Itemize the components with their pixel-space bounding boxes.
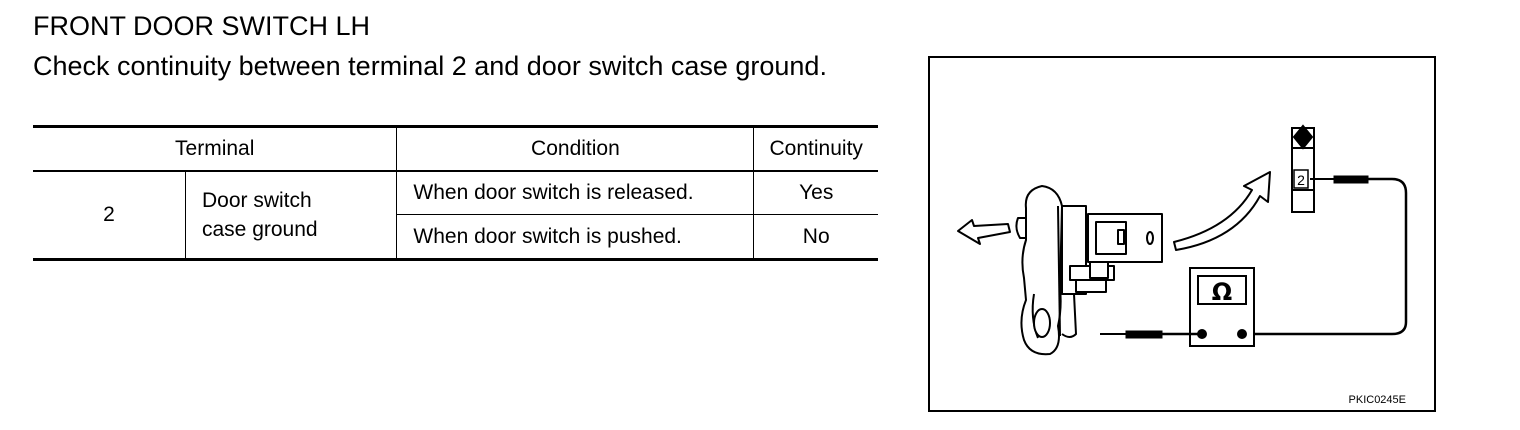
condition-released: When door switch is released.	[396, 171, 755, 216]
curved-arrow-icon	[1173, 171, 1271, 251]
table-header-row: Terminal Condition Continuity	[33, 126, 878, 172]
test-diagram: 2 Ω PKIC0245E	[928, 56, 1436, 412]
header-continuity: Continuity	[753, 126, 878, 172]
continuity-pushed: No	[753, 214, 878, 260]
terminal-ground: Door switch case ground	[185, 171, 398, 260]
header-terminal: Terminal	[33, 126, 398, 172]
terminal-label: 2	[1297, 172, 1305, 188]
diagram-drawing: 2 Ω	[957, 124, 1408, 356]
terminal-ground-line1: Door switch	[202, 189, 312, 212]
continuity-table: Terminal Condition Continuity 2 Door swi…	[33, 125, 878, 261]
continuity-released: Yes	[753, 171, 878, 216]
door-switch-icon	[1015, 185, 1163, 356]
condition-pushed: When door switch is pushed.	[396, 214, 755, 260]
ohm-symbol: Ω	[1212, 278, 1232, 306]
figure-code: PKIC0245E	[1348, 394, 1406, 406]
probe-lead-ground	[1100, 330, 1202, 339]
header-condition: Condition	[396, 126, 755, 172]
page-title: FRONT DOOR SWITCH LH	[33, 11, 370, 41]
connector-icon: 2	[1291, 124, 1315, 213]
terminal-number: 2	[33, 171, 186, 260]
probe-lead-terminal	[1242, 175, 1408, 336]
terminal-ground-line2: case ground	[202, 218, 318, 241]
instruction-text: Check continuity between terminal 2 and …	[33, 51, 827, 81]
push-arrow-icon	[957, 219, 1011, 245]
table-row: When door switch is pushed. No	[33, 214, 878, 260]
table-row: 2 Door switch case ground When door swit…	[33, 171, 878, 260]
